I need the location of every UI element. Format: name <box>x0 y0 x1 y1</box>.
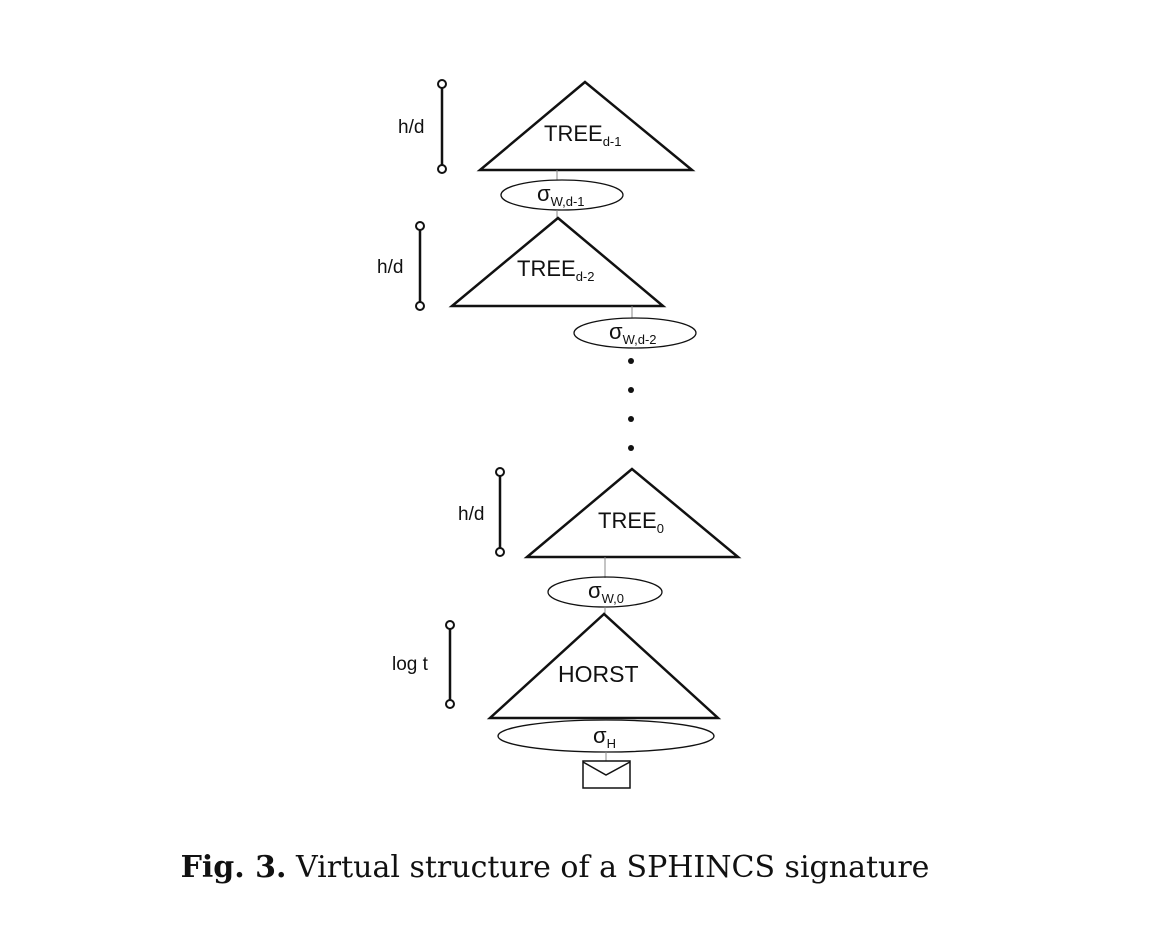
horst-triangle <box>486 612 722 720</box>
height-label-horst: log t <box>392 654 429 675</box>
height-label-d-1: h/d <box>398 117 424 138</box>
height-label-d-2: h/d <box>377 257 403 278</box>
figure-caption-text: Virtual structure of a SPHINCS signature <box>296 850 930 885</box>
horst-label: HORST <box>558 661 639 687</box>
sig-h-label: σH <box>593 723 616 751</box>
tree-0-label: TREE0 <box>598 508 664 536</box>
figure-caption: Fig. 3. Virtual structure of a SPHINCS s… <box>0 850 1110 885</box>
tree-d-1-triangle <box>476 80 696 172</box>
sig-w-d-1-label: σW,d-1 <box>537 181 585 209</box>
tree-d-1-label: TREEd-1 <box>544 121 621 149</box>
tree-d-2-label: TREEd-2 <box>517 256 594 284</box>
ellipsis-dots <box>628 358 634 451</box>
sig-w-d-1-ellipse <box>500 179 624 211</box>
sig-w-0-label: σW,0 <box>588 578 624 606</box>
sig-w-d-2-ellipse <box>573 317 697 349</box>
height-label-0: h/d <box>458 504 484 525</box>
tree-0-triangle <box>523 467 742 559</box>
envelope-icon <box>582 760 631 789</box>
tree-d-2-triangle <box>448 216 667 308</box>
figure-label: Fig. 3. <box>180 850 287 885</box>
sig-w-d-2-label: σW,d-2 <box>609 319 657 347</box>
